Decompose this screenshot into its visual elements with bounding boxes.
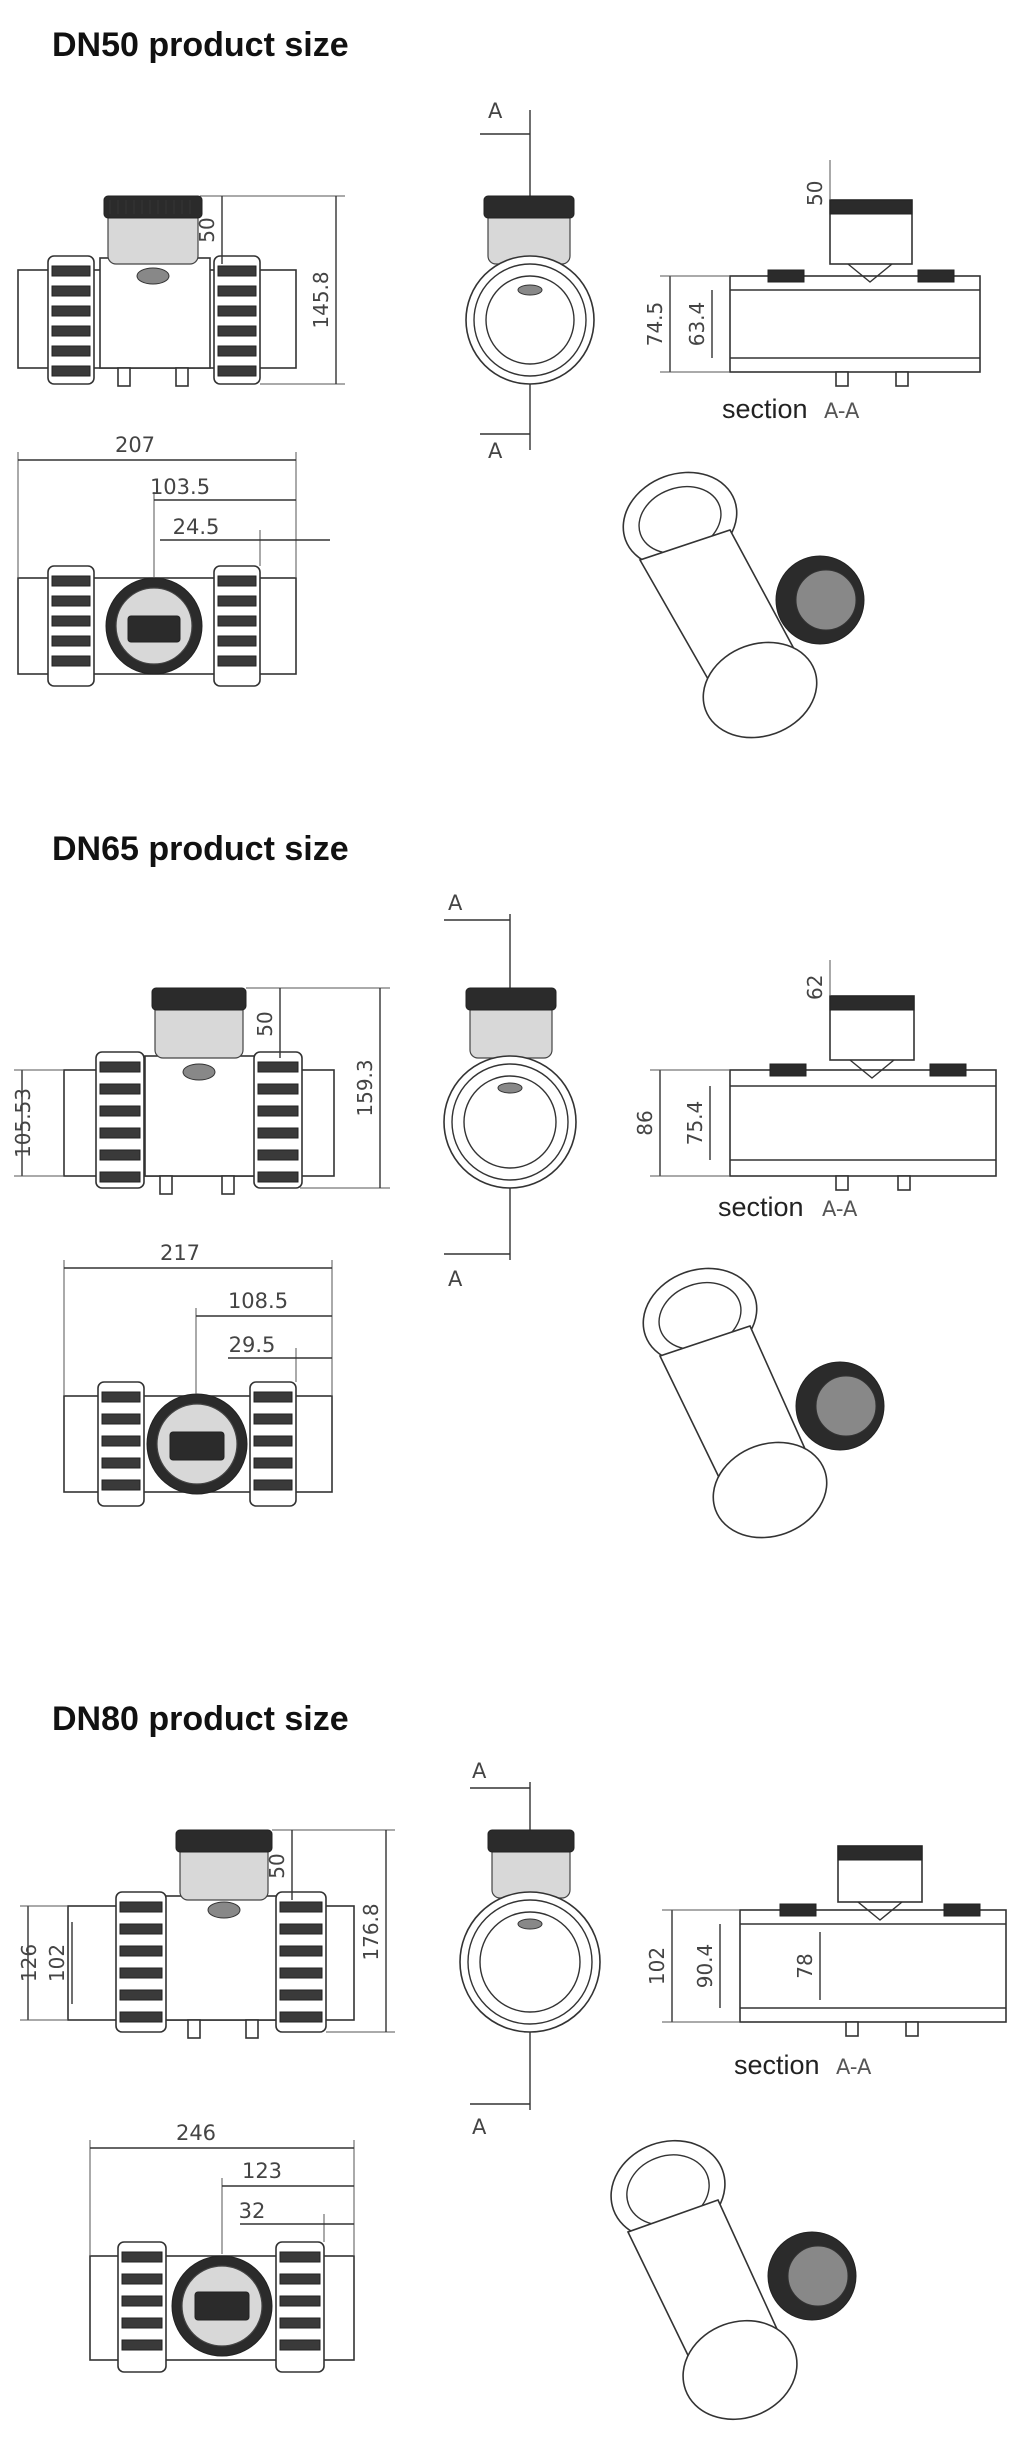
- outer-dimension: 126: [17, 1944, 41, 1982]
- half-width-dimension: 103.5: [150, 475, 210, 499]
- section-cut-bottom: A: [472, 2115, 487, 2139]
- isometric-view: [610, 2139, 857, 2421]
- section-dn50: DN50 product size: [0, 0, 1020, 820]
- union-nut-left: [47, 255, 95, 385]
- outer-dimension: 105.53: [11, 1088, 35, 1158]
- height-dimension: 159.3: [353, 1059, 377, 1116]
- head-dimension: 50: [195, 217, 219, 242]
- inner-diameter-dimension: 90.4: [693, 1944, 717, 1989]
- head-dimension: 50: [803, 181, 827, 206]
- union-nut-right: [213, 255, 261, 385]
- side-view: A A: [459, 1759, 601, 2139]
- section-caption-suffix: A-A: [824, 399, 860, 423]
- isometric-view: [642, 1267, 885, 1539]
- isometric-view: [622, 471, 865, 739]
- front-view: 159.3 50 105.53: [11, 987, 390, 1195]
- cross-section: 86 75.4 62 section A-A: [633, 960, 997, 1222]
- section-caption: section: [718, 1192, 804, 1222]
- outer-diameter-dimension: 102: [645, 1947, 669, 1985]
- dn80-drawing: 176.8 50 126 102 246 123 32: [17, 1759, 1007, 2421]
- meter-head: [103, 195, 203, 285]
- dn65-drawing: 159.3 50 105.53 217 108.5 29.5: [11, 891, 997, 1539]
- section-dn65: DN65 product size 159.3 50 105.53: [0, 820, 1020, 1670]
- width-dimension: 246: [176, 2121, 216, 2145]
- section-caption-suffix: A-A: [836, 2055, 872, 2079]
- offset-dimension: 29.5: [229, 1333, 276, 1357]
- head-dimension: 50: [253, 1011, 277, 1036]
- side-view: A A: [465, 99, 595, 463]
- half-width-dimension: 108.5: [228, 1289, 288, 1313]
- section-caption-suffix: A-A: [822, 1197, 858, 1221]
- cross-section: 102 90.4 78 section A-A: [645, 1845, 1007, 2080]
- half-width-dimension: 123: [242, 2159, 282, 2183]
- top-view: 207 103.5 24.5: [17, 433, 330, 687]
- section-title: DN50 product size: [52, 26, 349, 64]
- section-cut-top: A: [448, 891, 463, 915]
- offset-dimension: 32: [239, 2199, 266, 2223]
- dn50-drawing: 145.8 50 207 103.5 24.5: [17, 99, 981, 739]
- section-cut-top: A: [488, 99, 503, 123]
- section-cut-bottom: A: [488, 439, 503, 463]
- outer-diameter-dimension: 74.5: [643, 302, 667, 347]
- head-dimension: 62: [803, 975, 827, 1000]
- side-view: A A: [443, 891, 577, 1291]
- section-cut-top: A: [472, 1759, 487, 1783]
- outer-diameter-dimension: 86: [633, 1110, 657, 1135]
- cross-section: 74.5 63.4 50 section A-A: [643, 160, 981, 424]
- inner-dimension: 102: [45, 1944, 69, 1982]
- top-view: 217 108.5 29.5: [63, 1241, 333, 1507]
- section-dn80: DN80 product size 176.8 50 126 102: [0, 1670, 1020, 2458]
- section-title: DN65 product size: [52, 830, 349, 868]
- front-view: 145.8 50: [17, 195, 345, 387]
- section-title: DN80 product size: [52, 1700, 349, 1738]
- inner-diameter-dimension: 75.4: [683, 1101, 707, 1146]
- top-view: 246 123 32: [89, 2121, 355, 2373]
- section-caption: section: [734, 2050, 820, 2080]
- inner-diameter-dimension: 63.4: [685, 302, 709, 347]
- section-caption: section: [722, 394, 808, 424]
- section-cut-bottom: A: [448, 1267, 463, 1291]
- width-dimension: 217: [160, 1241, 200, 1265]
- front-view: 176.8 50 126 102: [17, 1829, 395, 2039]
- offset-dimension: 24.5: [173, 515, 220, 539]
- bore-dimension: 78: [793, 1953, 817, 1978]
- width-dimension: 207: [115, 433, 155, 457]
- height-dimension: 145.8: [309, 271, 333, 328]
- height-dimension: 176.8: [359, 1903, 383, 1960]
- head-dimension: 50: [265, 1853, 289, 1878]
